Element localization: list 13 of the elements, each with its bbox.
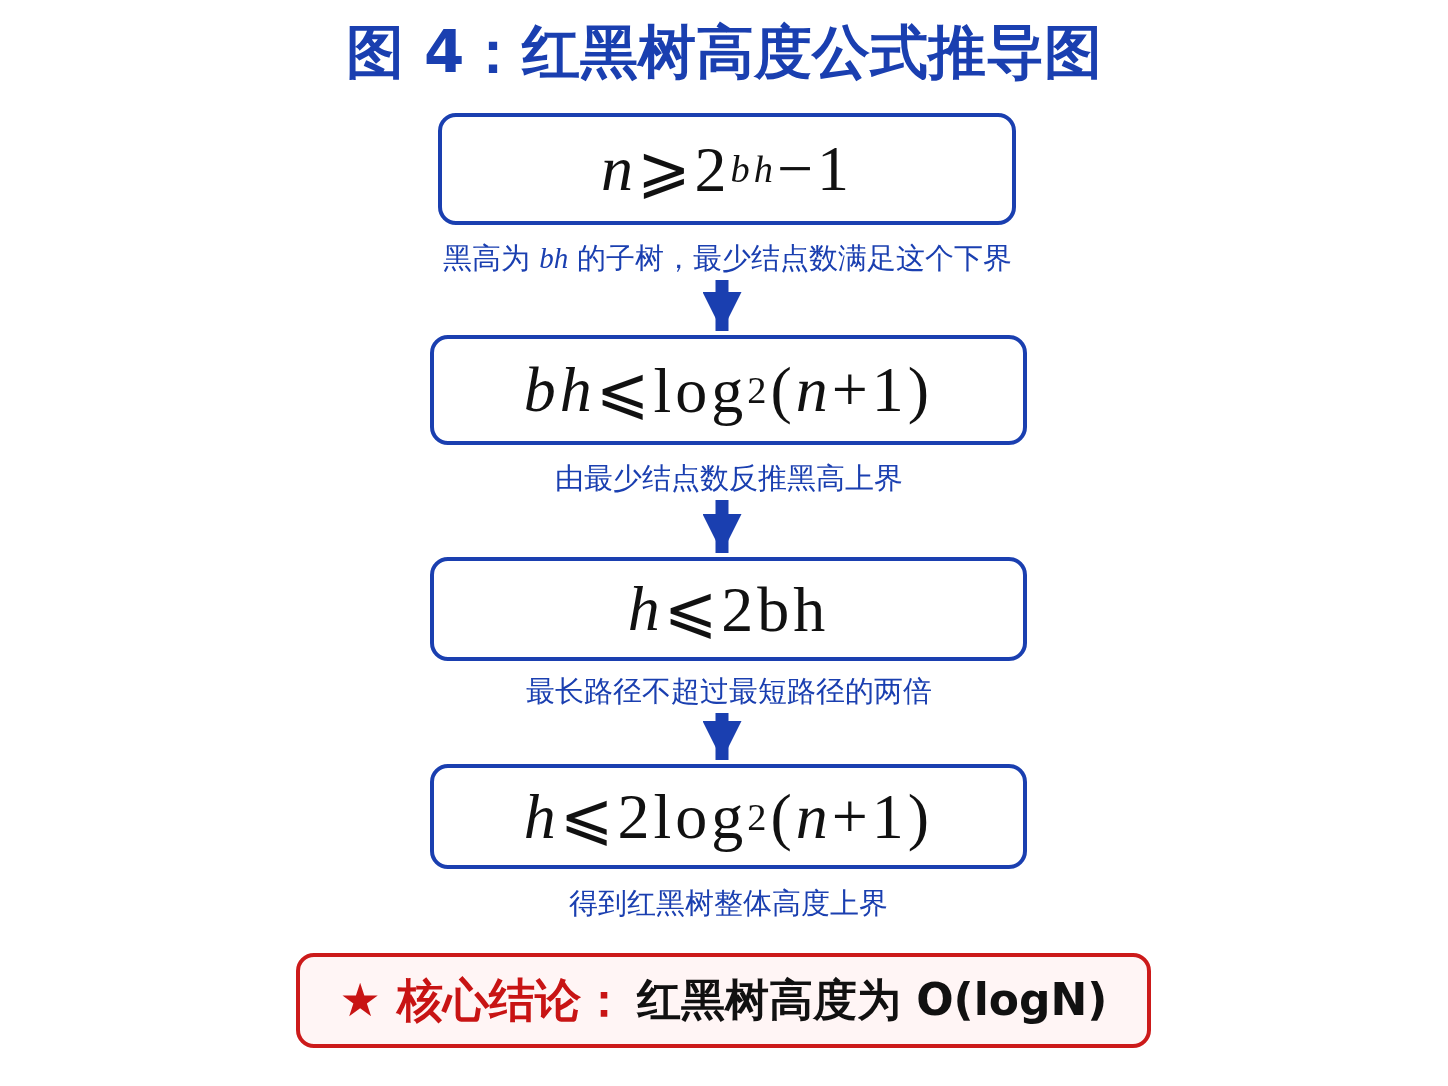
arrow: [702, 280, 742, 331]
conclusion-label: ★ 核心结论：: [339, 971, 627, 1029]
formula-box: h⩽2bh: [430, 557, 1027, 661]
caption-text: 由最少结点数反推黑高上界: [555, 460, 903, 496]
arrow: [702, 500, 742, 553]
arrow: [702, 713, 742, 760]
caption-text: 黑高为 bh 的子树，最少结点数满足这个下界: [443, 240, 1013, 276]
conclusion-box: [296, 953, 1151, 1048]
formula-box: n⩾2$^{bh}$−1: [438, 113, 1016, 225]
conclusion-text: 红黑树高度为 O(logN): [636, 973, 1108, 1027]
title: 图 4：红黑树高度公式推导图: [345, 17, 1103, 88]
caption-text: 最长路径不超过最短路径的两倍: [526, 673, 932, 709]
caption-text: 得到红黑树整体高度上界: [569, 885, 888, 921]
